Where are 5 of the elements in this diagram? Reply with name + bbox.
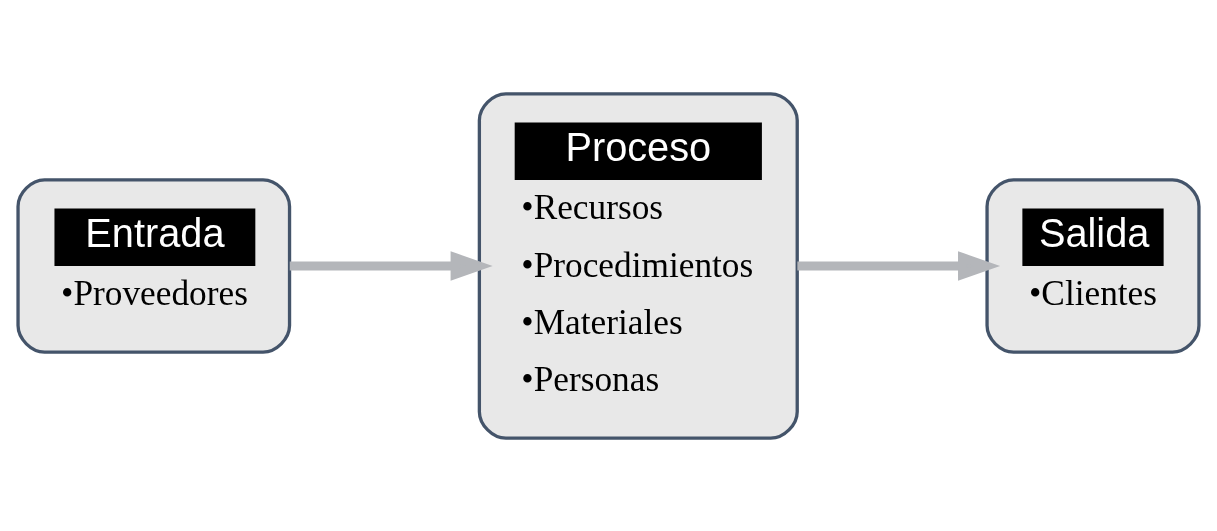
node-box: Salida •Clientes (985, 177, 1201, 354)
node-box: Entrada •Proveedores (16, 177, 292, 354)
arrow (797, 250, 1001, 281)
arrow (289, 250, 493, 281)
node-box: Proceso •Recursos •Procedimientos •Materiales •Personas (477, 91, 799, 440)
